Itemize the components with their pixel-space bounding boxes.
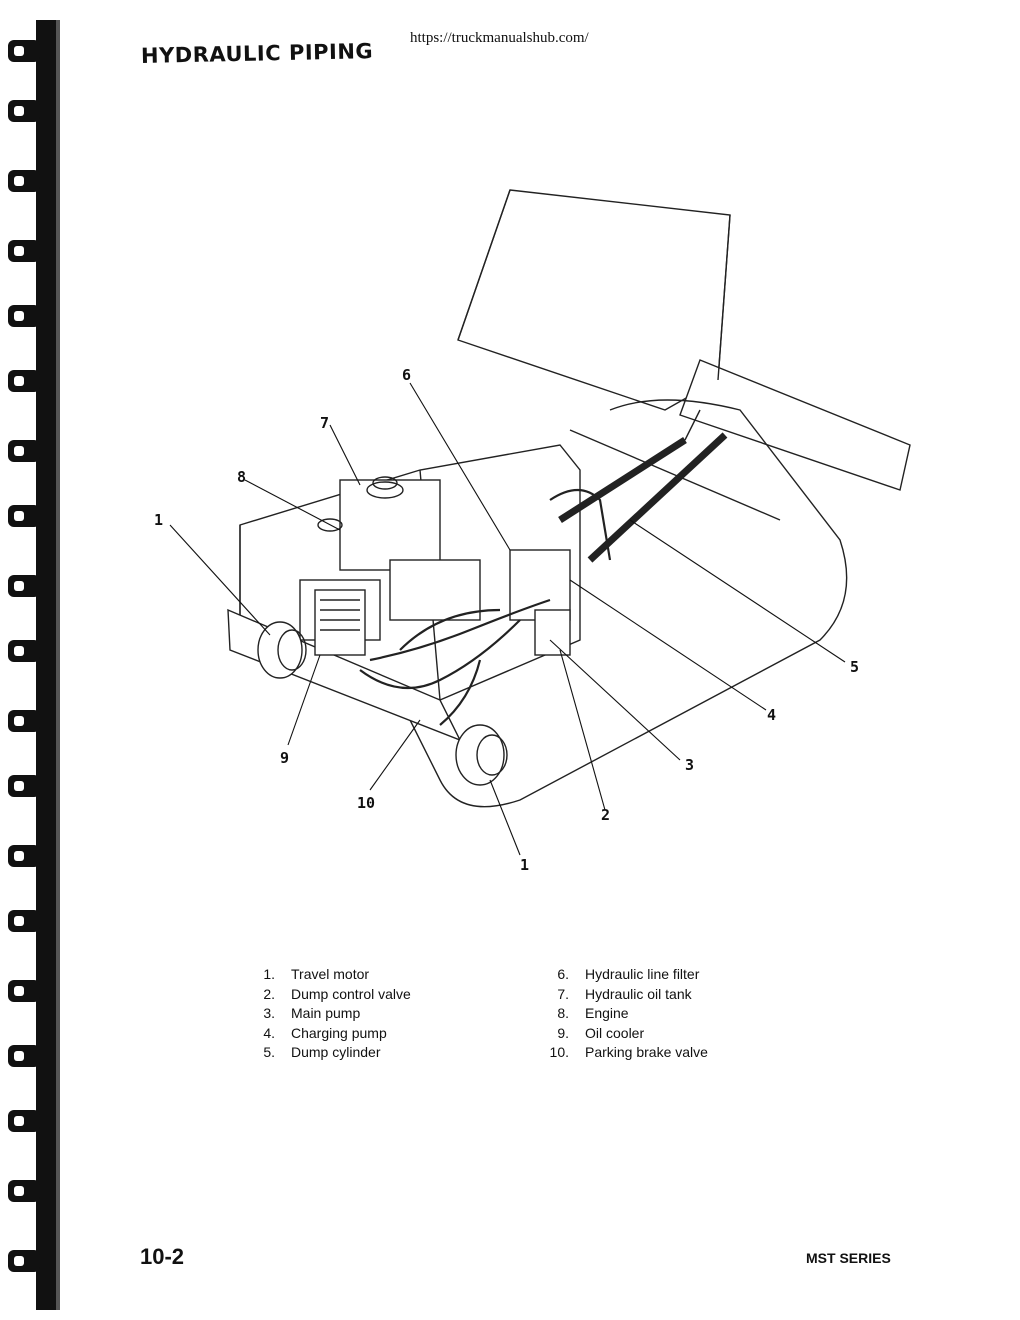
source-url: https://truckmanualshub.com/: [410, 30, 589, 46]
callout-10: 10: [357, 794, 375, 812]
callout-2: 2: [601, 806, 610, 824]
legend-number: 7.: [557, 985, 569, 1002]
legend-number: 3.: [263, 1005, 275, 1021]
legend-item: 5. Dump cylinder: [245, 1043, 411, 1063]
legend-number: 8.: [557, 1005, 569, 1021]
legend-label: Charging pump: [291, 1024, 387, 1041]
legend-item: 4. Charging pump: [245, 1024, 411, 1044]
legend-item: 6. Hydraulic line filter: [539, 965, 708, 985]
legend-item: 8. Engine: [539, 1004, 708, 1024]
legend-label: Dump cylinder: [291, 1044, 381, 1060]
legend-label: Main pump: [291, 1005, 361, 1021]
callout-4: 4: [767, 706, 776, 724]
series-label: MST SERIES: [806, 1250, 891, 1266]
legend-number: 4.: [263, 1024, 275, 1041]
legend-number: 10.: [549, 1044, 569, 1060]
legend-number: 1.: [263, 966, 275, 982]
page-number: 10-2: [140, 1244, 185, 1269]
legend-label: Hydraulic oil tank: [585, 985, 692, 1002]
legend-item: 2. Dump control valve: [245, 985, 411, 1005]
legend-item: 10. Parking brake valve: [539, 1043, 708, 1063]
legend-item: 1. Travel motor: [245, 965, 411, 985]
legend-item: 9. Oil cooler: [539, 1024, 708, 1044]
legend-number: 2.: [263, 985, 275, 1002]
legend-number: 5.: [263, 1044, 275, 1060]
callout-1-lower: 1: [520, 856, 529, 874]
binding-strip: [8, 20, 60, 1310]
callout-9: 9: [280, 749, 289, 767]
legend-label: Oil cooler: [585, 1024, 645, 1041]
callout-7: 7: [320, 414, 329, 432]
legend-number: 9.: [557, 1024, 569, 1041]
legend-item: 3. Main pump: [245, 1004, 411, 1024]
callout-6: 6: [402, 366, 411, 384]
callout-5: 5: [850, 658, 859, 676]
callout-8: 8: [237, 468, 246, 486]
legend-item: 7. Hydraulic oil tank: [539, 985, 708, 1005]
hydraulic-piping-illustration: 1 2 3 4 5 6 7 8 9 10 1: [154, 189, 911, 874]
legend-label: Engine: [585, 1005, 629, 1021]
legend-label: Travel motor: [291, 966, 370, 982]
legend-label: Dump control valve: [291, 985, 411, 1002]
legend-left-column: 1. Travel motor 2. Dump control valve 3. Ma…: [245, 965, 411, 1063]
page-title: HYDRAULIC PIPING: [140, 39, 374, 68]
legend-label: Hydraulic line filter: [585, 966, 700, 982]
legend-right-column: 6. Hydraulic line filter 7. Hydraulic oil …: [539, 965, 708, 1063]
callout-3: 3: [685, 756, 694, 774]
legend-number: 6.: [557, 966, 569, 982]
callout-1: 1: [154, 511, 163, 529]
legend-label: Parking brake valve: [585, 1044, 708, 1060]
